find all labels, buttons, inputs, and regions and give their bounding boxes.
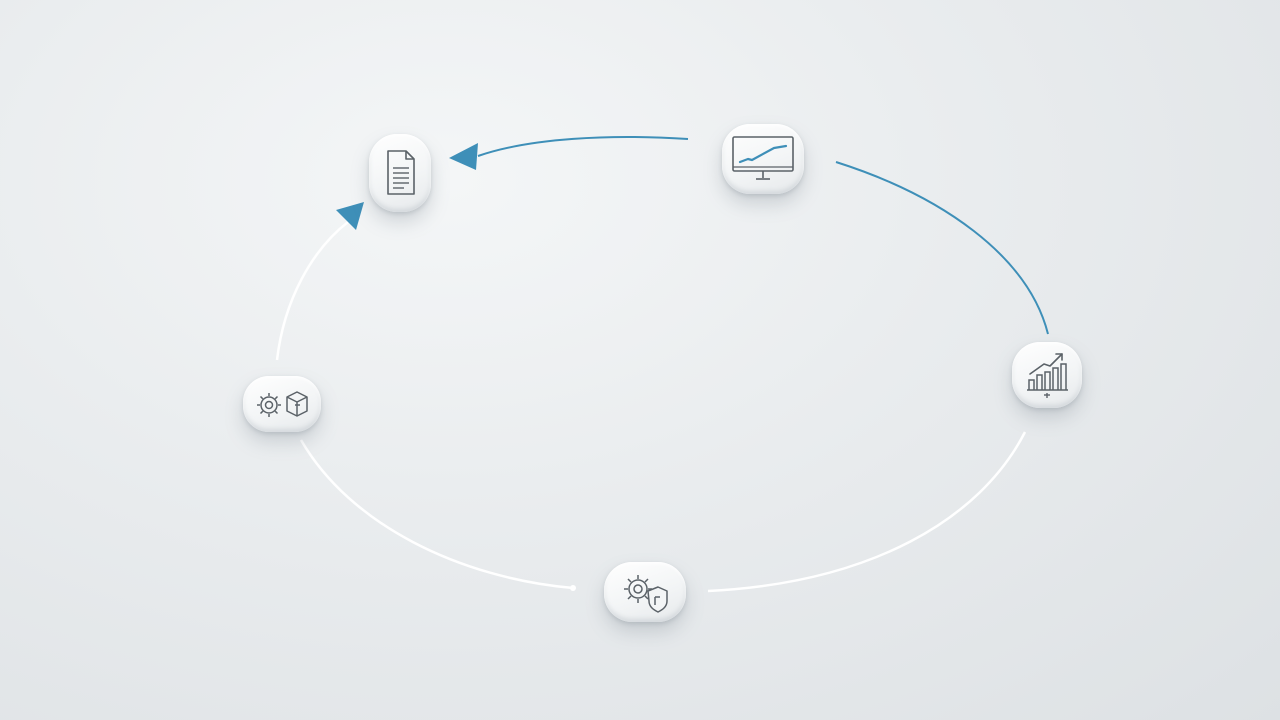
arrowhead-to-document-blue: [449, 143, 478, 170]
arrowhead-to-document-white: [336, 202, 364, 230]
node-security[interactable]: [576, 534, 714, 650]
edge-automation-to-security: [299, 439, 574, 590]
gear-shield-icon: [624, 575, 668, 613]
node-monitor[interactable]: [694, 96, 832, 222]
edge-monitor-to-growth: [835, 161, 1049, 335]
gear-cube-icon: [257, 391, 308, 417]
node-growth[interactable]: [984, 314, 1110, 436]
edge-automation-to-document: [275, 221, 349, 361]
monitor-chart-icon: [732, 136, 794, 180]
node-automation[interactable]: [215, 348, 349, 460]
edge-endpoint-dot: [570, 585, 576, 591]
edge-monitor-to-document: [477, 136, 689, 157]
edge-growth-to-security: [707, 431, 1027, 593]
document-icon: [387, 150, 415, 195]
growth-chart-icon: [1027, 353, 1068, 398]
node-document[interactable]: [341, 106, 459, 240]
